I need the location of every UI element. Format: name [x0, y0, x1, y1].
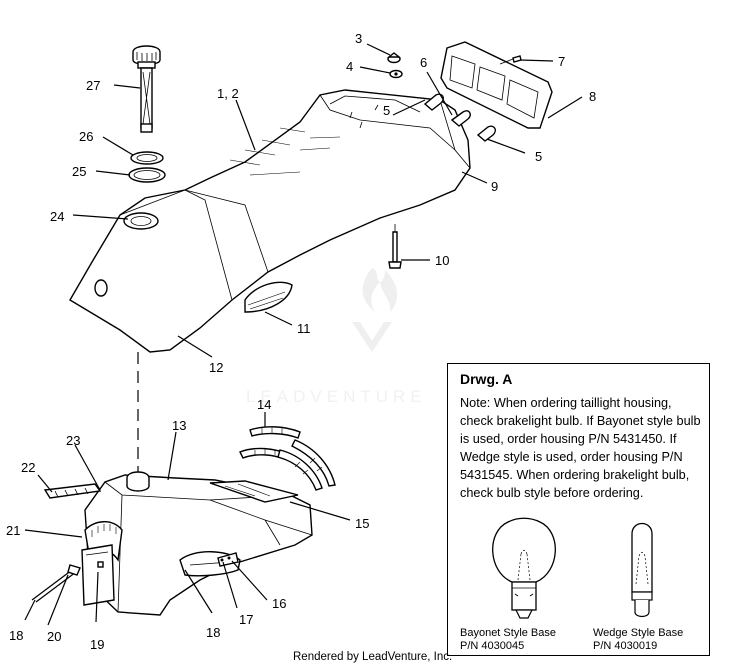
footer-credit: Rendered by LeadVenture, Inc.	[293, 651, 453, 663]
callout-5-top: 5	[383, 103, 390, 118]
callout-12: 12	[209, 360, 223, 375]
callout-5-bottom: 5	[535, 149, 542, 164]
bayonet-caption: Bayonet Style Base P/N 4030045	[460, 627, 556, 653]
callout-22: 22	[21, 460, 35, 475]
callout-7: 7	[558, 54, 565, 69]
upper-leader-lines	[72, 43, 583, 358]
callout-16: 16	[272, 596, 286, 611]
callout-17: 17	[239, 612, 253, 627]
wedge-label: Wedge Style Base	[593, 627, 684, 639]
callout-14: 14	[257, 397, 271, 412]
callout-11: 11	[297, 321, 311, 336]
callout-10: 10	[435, 253, 449, 268]
callout-23: 23	[66, 433, 80, 448]
leadventure-watermark: LEADVENTURE	[246, 268, 427, 406]
upper-fasteners	[387, 52, 496, 269]
drawing-a-title: Drwg. A	[460, 371, 513, 387]
callout-26: 26	[79, 129, 93, 144]
watermark-text: LEADVENTURE	[246, 387, 427, 406]
wedge-part-number: P/N 4030019	[593, 640, 658, 652]
bayonet-bulb-icon	[492, 517, 556, 619]
lower-leader-lines	[24, 412, 351, 626]
bayonet-part-number: P/N 4030045	[460, 640, 525, 652]
callout-27: 27	[86, 78, 100, 93]
callout-24: 24	[50, 209, 64, 224]
wedge-bulb-icon	[631, 522, 653, 618]
callout-8: 8	[589, 89, 596, 104]
callout-18-right: 18	[206, 625, 220, 640]
taillight-lens	[440, 41, 553, 129]
drawing-a-note: Note: When ordering taillight housing, c…	[460, 396, 701, 500]
bayonet-label: Bayonet Style Base	[460, 627, 557, 639]
wedge-caption: Wedge Style Base P/N 4030019	[593, 627, 683, 653]
callout-18-left: 18	[9, 628, 23, 643]
callout-20: 20	[47, 629, 61, 644]
callout-25: 25	[72, 164, 86, 179]
callout-15: 15	[355, 516, 369, 531]
fuel-tank	[31, 426, 336, 616]
bulb-illustrations	[492, 517, 653, 619]
callout-1-2: 1, 2	[217, 86, 239, 101]
callout-9: 9	[491, 179, 498, 194]
gas-cap-assembly	[128, 45, 166, 183]
callout-13: 13	[172, 418, 186, 433]
callout-3: 3	[355, 31, 362, 46]
callout-numbers: 1, 2 3 4 5 5 6 7 8 9 10 11 12 13 14 15 1…	[6, 31, 596, 652]
callout-4: 4	[346, 59, 353, 74]
callout-19: 19	[90, 637, 104, 652]
drawing-a-inset: Drwg. A Note: When ordering taillight ho…	[447, 363, 710, 656]
callout-6: 6	[420, 55, 427, 70]
upper-housing	[69, 89, 471, 353]
callout-21: 21	[6, 523, 20, 538]
